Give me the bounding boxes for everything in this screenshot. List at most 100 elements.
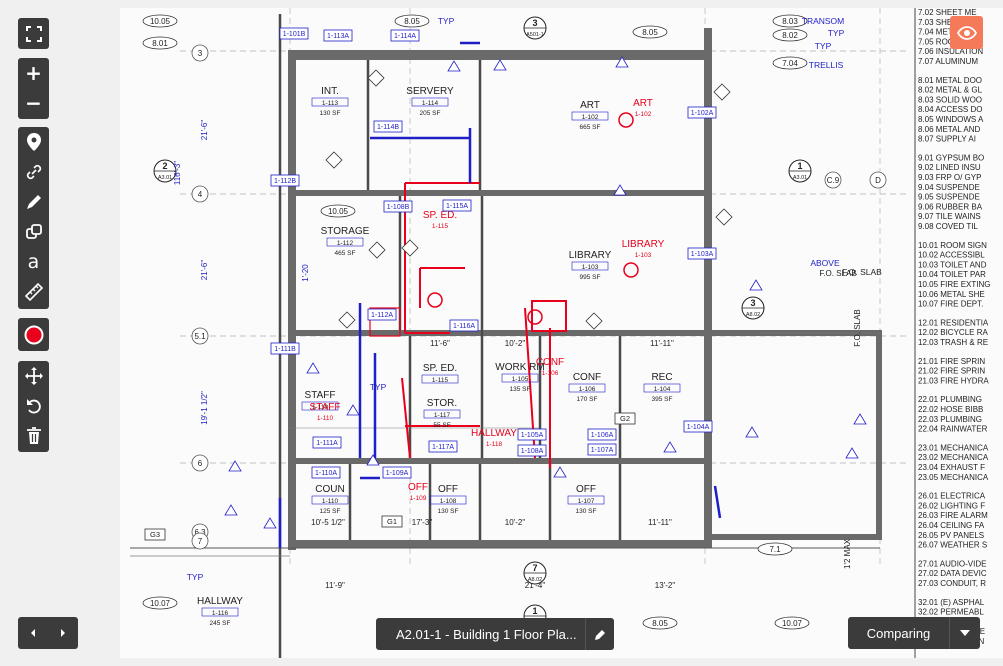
room-area: 995 SF [580,274,601,281]
zoom-out-icon[interactable]: − [25,91,42,115]
keynote-triangle [306,362,320,374]
dimension-label: 8.05 [642,28,658,37]
room-name: WORK RM [495,362,544,373]
room-number: 1-112 [337,240,354,247]
annotation: ABOVE [810,258,840,268]
pen-icon[interactable] [18,187,49,217]
door-tag: 1-106A [591,432,614,439]
revision-cloud [369,307,401,337]
legend-item: 26.05 PV PANELS [918,531,984,540]
door-tag: 1-111B [274,346,296,353]
exterior-wall [288,190,708,196]
room-name: SERVERY [406,86,454,97]
link-icon[interactable] [18,157,49,187]
room-area: 170 SF [577,396,598,403]
room-name: OFF [438,484,458,495]
room-area: 130 SF [576,508,597,515]
room-area: 55 SF [433,422,450,429]
dimension-oval [632,25,668,39]
room-name-revised: CONF [536,357,564,368]
text-tool-icon[interactable]: a [27,250,40,273]
move-icon[interactable] [18,361,49,391]
toggle-overlay-button[interactable] [950,16,983,49]
section-sheet: A501-1 [526,32,544,38]
pin-icon[interactable] [18,127,49,157]
revision-marker [427,292,443,308]
legend-item: 7.03 SHEET ME [918,18,977,27]
revision-marker [527,309,543,325]
door-tag-box [517,428,547,441]
keynote-diamond [715,208,733,226]
door-tag: 1-104A [687,424,710,431]
legend-item: 7.02 SHEET ME [918,8,977,17]
section-number: 2 [162,161,167,171]
grid-tag-label: G3 [150,530,160,539]
compare-dropdown-button[interactable] [949,617,980,649]
dimension-oval [772,28,808,42]
dimension-label: 11'-11" [650,339,674,348]
keynote-diamond [585,312,603,330]
legend-item: 9.02 LINED INSU [918,163,981,172]
next-sheet-button[interactable] [48,617,78,649]
zoom-in-icon[interactable]: + [25,61,42,85]
previous-sheet-button[interactable] [18,617,48,649]
legend-item: 10.01 ROOM SIGN [918,241,987,250]
grid-bubble-label: 6.3 [194,528,206,537]
room-name: HALLWAY [197,596,243,607]
dimension-oval [642,616,678,630]
door-tag-box [587,428,617,441]
legend-item: 27.03 CONDUIT, R [918,579,986,588]
edit-sheet-button[interactable] [585,618,614,650]
sheet-selector[interactable]: A2.01-1 - Building 1 Floor Pla... [376,618,614,650]
grid-tag [144,528,166,541]
section-number: 7 [532,563,537,573]
keynote-triangle [224,504,238,516]
color-swatch[interactable] [18,318,49,351]
exterior-wall [288,50,296,550]
door-tag: 1-113A [327,33,349,40]
room-name: OFF [576,484,596,495]
keynote-diamond [325,151,343,169]
fit-to-screen-icon[interactable] [18,18,49,49]
legend-item: 10.07 FIRE DEPT. [918,300,983,309]
annotation: TYP [370,382,387,392]
door-tag-box [517,444,547,457]
dimension-label: 10'-5 1/2" [311,518,345,527]
door-tag-box [683,420,713,433]
compare-control[interactable]: Comparing [848,617,980,649]
room-number-revised: 1-103 [635,252,652,259]
dimension-label: 11'-11" [648,518,672,527]
legend-item: 9.03 FRP O/ GYP [918,173,981,182]
door-tag-box [587,443,617,456]
door-tag-box [449,319,479,332]
room-name: CONF [573,372,601,383]
toolbar-markup: a [18,127,49,309]
room-tag-box [571,111,609,121]
annotation: F.O. SLAB [819,269,856,278]
door-tag: 1-107A [591,447,614,454]
door-tag-box [311,466,341,479]
legend-item: 12.02 BICYCLE RA [918,328,988,337]
door-tag-box [367,308,397,321]
room-name: REC [651,372,672,383]
grid-bubble-label: 6 [198,459,203,468]
grid-bubble [191,327,209,345]
room-tag-box [429,495,467,505]
keynote-triangle [228,460,242,472]
dimension-label: 7.1 [769,545,781,554]
room-name: LIBRARY [569,250,612,261]
ruler-icon[interactable] [18,277,49,307]
shapes-icon[interactable] [18,217,49,247]
trash-icon[interactable] [18,421,49,451]
legend-item: 10.02 ACCESSIBL [918,251,985,260]
keynote-diamond [401,239,419,257]
dimension-oval [394,14,430,28]
undo-icon[interactable] [18,391,49,421]
room-tag-box [571,261,609,271]
side-dimension: 21'-6" [200,260,209,281]
legend-item: 21.01 FIRE SPRIN [918,357,985,366]
room-name: INT. [321,86,339,97]
dimension-label: 17'-3" [412,518,433,527]
legend-item: 8.06 METAL AND [918,125,980,134]
